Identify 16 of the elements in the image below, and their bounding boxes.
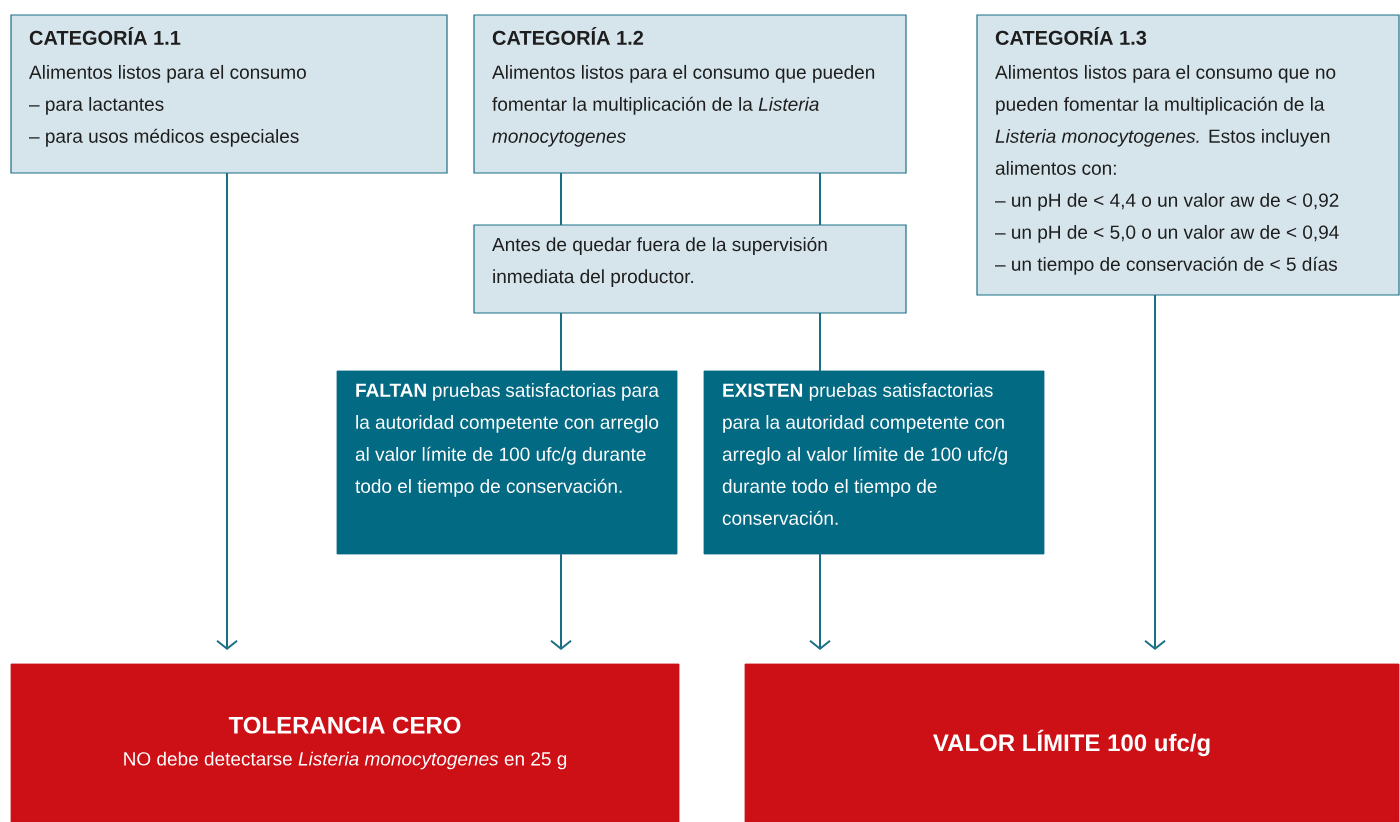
connector-line bbox=[819, 312, 821, 372]
result-box: TOLERANCIA CERO NO debe detectarse Listeria monocytogenes en 25 g bbox=[10, 663, 680, 822]
arrow bbox=[216, 172, 238, 650]
category-box: CATEGORÍA 1.3 Alimentos listos para el consumo que no pueden fomentar la multiplicación de la Listeria monocytogenes. Estos incluyen alimentos con: – un pH de < 4,4 o un valor aw de < 0,92 – un pH de < 5,0 o un valor aw de < 0,94 – un tiempo de conservación de < 5 días bbox=[976, 14, 1400, 296]
category-box: CATEGORÍA 1.1 Alimentos listos para el consumo – para lactantes – para usos médicos especiales bbox=[10, 14, 448, 174]
connector-line bbox=[819, 172, 821, 226]
arrow bbox=[809, 553, 831, 650]
condition-box: Antes de quedar fuera de la supervisión inmediata del productor. bbox=[473, 224, 907, 314]
evidence-box: FALTAN pruebas satisfactorias para la autoridad competente con arreglo al valor límite de 100 ufc/g durante todo el tiempo de conservación. bbox=[336, 370, 678, 555]
result-box: VALOR LÍMITE 100 ufc/g bbox=[744, 663, 1400, 822]
evidence-box: EXISTEN pruebas satisfactorias para la autoridad competente con arreglo al valor límite de 100 ufc/g durante todo el tiempo de conservación. bbox=[703, 370, 1045, 555]
category-box: CATEGORÍA 1.2 Alimentos listos para el consumo que pueden fomentar la multiplicación de la Listeria monocytogenes bbox=[473, 14, 907, 174]
arrow bbox=[550, 553, 572, 650]
connector-line bbox=[560, 172, 562, 226]
arrow bbox=[1144, 294, 1166, 650]
connector-line bbox=[560, 312, 562, 372]
